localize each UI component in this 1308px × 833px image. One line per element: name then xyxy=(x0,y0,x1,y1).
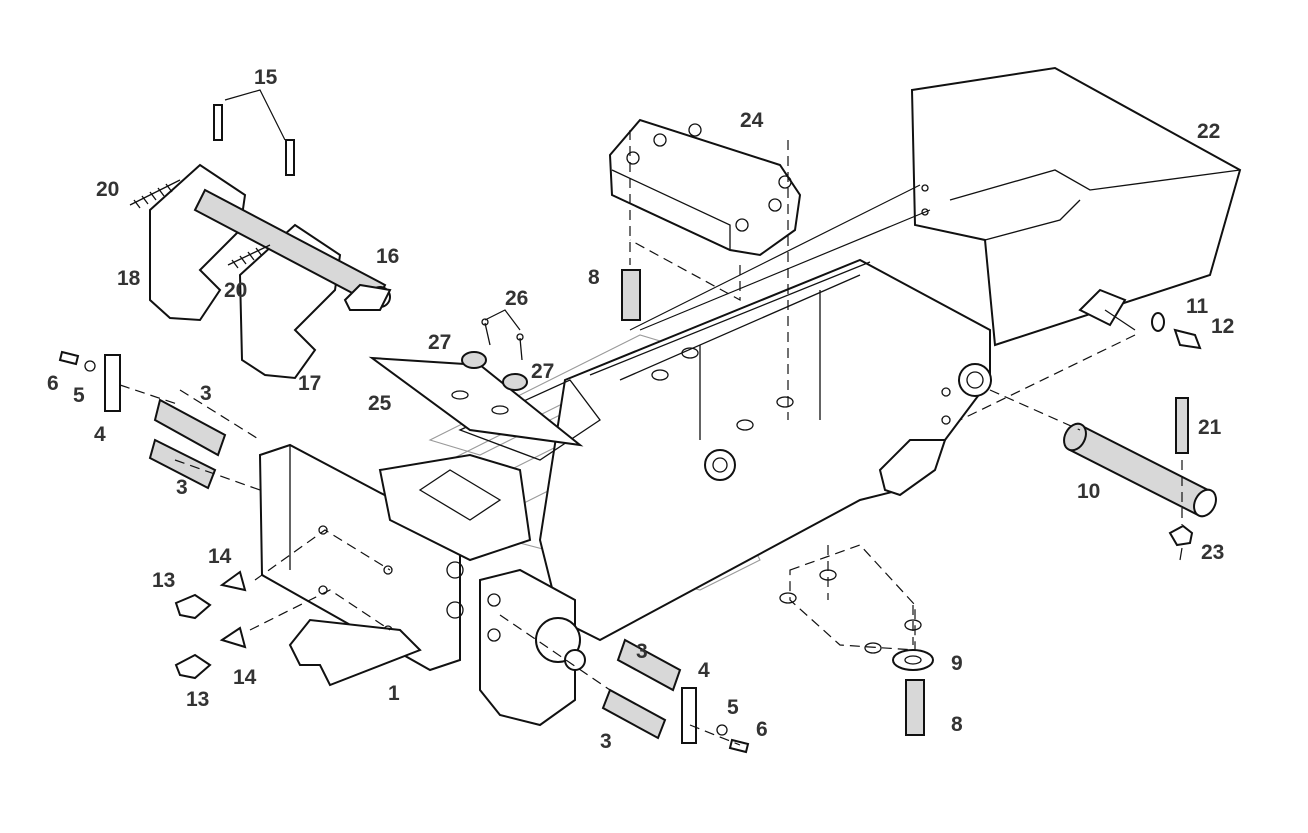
bushing-parts xyxy=(148,398,682,740)
label-23: 23 xyxy=(1201,541,1224,564)
label-26: 26 xyxy=(505,287,528,310)
label-22: 22 xyxy=(1197,120,1220,143)
label-4: 4 xyxy=(94,423,106,446)
label-27: 27 xyxy=(428,331,451,354)
label-20: 20 xyxy=(224,279,247,302)
label-25: 25 xyxy=(368,392,392,415)
plate-part xyxy=(608,118,802,257)
label-8: 8 xyxy=(588,266,600,289)
label-24: 24 xyxy=(740,109,764,132)
label-13: 13 xyxy=(186,688,209,711)
label-3: 3 xyxy=(176,476,188,499)
label-10: 10 xyxy=(1077,480,1100,503)
cover-plate-part xyxy=(368,356,584,447)
part-labels: 1 3 3 3 3 4 4 5 5 6 6 8 8 9 10 11 12 13 … xyxy=(47,66,1234,753)
label-14: 14 xyxy=(233,666,257,689)
label-4: 4 xyxy=(698,659,710,682)
label-3: 3 xyxy=(636,640,648,663)
label-18: 18 xyxy=(117,267,141,290)
hook-parts xyxy=(149,104,392,380)
main-frame-part xyxy=(258,258,992,727)
label-5: 5 xyxy=(727,696,739,719)
assembly-lines xyxy=(119,89,1183,746)
label-14: 14 xyxy=(208,545,232,568)
label-3: 3 xyxy=(600,730,612,753)
label-21: 21 xyxy=(1198,416,1222,439)
pin-part xyxy=(1063,422,1217,518)
label-27: 27 xyxy=(531,360,554,383)
label-3: 3 xyxy=(200,382,212,405)
label-20: 20 xyxy=(96,178,119,201)
hex-bolt-parts xyxy=(621,269,934,736)
bracket-part xyxy=(910,66,1242,347)
label-13: 13 xyxy=(152,569,175,592)
spacer-plate-part xyxy=(779,544,922,654)
label-1: 1 xyxy=(388,682,400,705)
label-9: 9 xyxy=(951,652,963,675)
label-6: 6 xyxy=(756,718,768,741)
label-12: 12 xyxy=(1211,315,1234,338)
label-17: 17 xyxy=(298,372,321,395)
pin-bolt-parts xyxy=(1151,312,1202,547)
label-16: 16 xyxy=(376,245,399,268)
spring-parts xyxy=(129,179,271,269)
retaining-plate-parts xyxy=(58,350,750,754)
label-5: 5 xyxy=(73,384,85,407)
label-8: 8 xyxy=(951,713,963,736)
bolt-parts xyxy=(174,570,247,680)
plug-parts xyxy=(461,318,528,391)
label-11: 11 xyxy=(1186,295,1209,318)
label-15: 15 xyxy=(254,66,278,89)
label-6: 6 xyxy=(47,372,59,395)
